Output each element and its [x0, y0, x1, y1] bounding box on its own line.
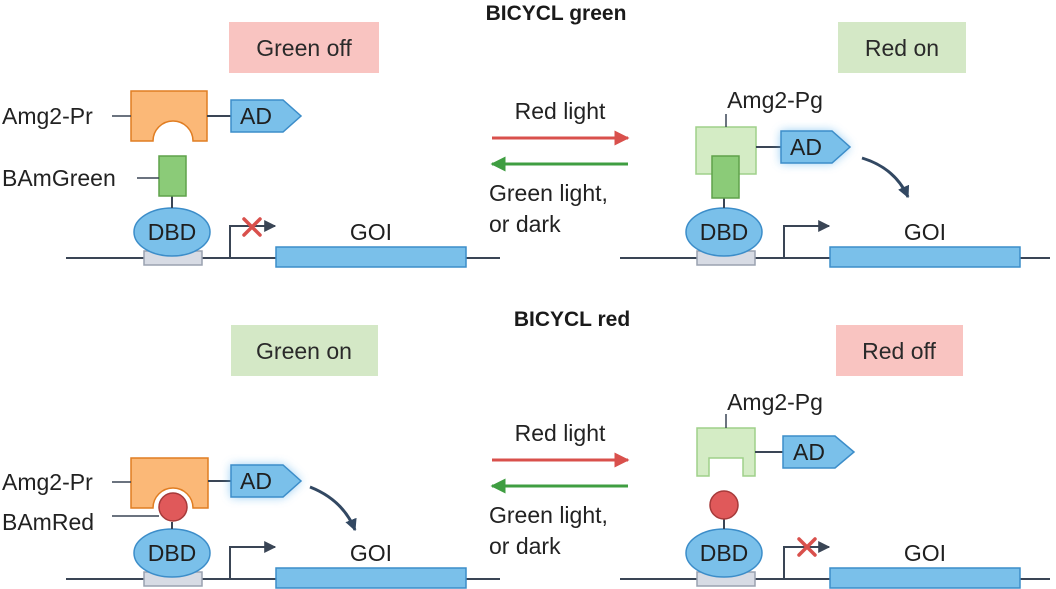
curved-arrow-icon [309, 485, 357, 532]
state-badge-label: Green on [256, 338, 352, 364]
panel-title: BICYCL red [514, 308, 630, 331]
cross-mark-icon [242, 217, 262, 237]
light-switch: Red light Green light, or dark [489, 420, 630, 559]
state-badge-on [231, 325, 378, 376]
gene-of-interest [275, 567, 467, 589]
state-badge-off [229, 22, 379, 73]
gene-label: GOI [350, 540, 392, 566]
gene-of-interest [829, 246, 1021, 268]
ad-label: AD [240, 103, 272, 129]
amg2-pr-receptor [130, 90, 208, 142]
dbd-label: DBD [148, 219, 197, 245]
gene-of-interest [829, 567, 1021, 589]
panel-bicycl-red: BICYCL red Green on GOI DBD Amg2-Pr BAmR… [2, 308, 1050, 589]
ad-domain [782, 435, 856, 469]
state-left-green-on: Green on GOI DBD Amg2-Pr BAmRed AD [2, 325, 500, 589]
panel-title: BICYCL green [486, 2, 627, 25]
gene-label: GOI [904, 540, 946, 566]
state-badge-label: Red off [862, 338, 936, 364]
forward-light-label: Red light [515, 420, 606, 446]
light-switch: Red light Green light, or dark [489, 98, 630, 237]
ad-domain [780, 130, 852, 164]
panel-bicycl-green: BICYCL green Green off GOI DBD BAmGreen … [2, 2, 1050, 268]
promoter-arrow [783, 541, 831, 579]
ad-domain [230, 464, 303, 498]
gene-label: GOI [350, 219, 392, 245]
ligand-label: BAmRed [2, 509, 94, 535]
curved-arrow-icon [861, 156, 910, 199]
cross-mark-icon [797, 537, 817, 557]
bamred-ligand [158, 492, 188, 522]
bamred-ligand [709, 490, 739, 520]
dbd-label: DBD [700, 540, 749, 566]
reverse-light-label: Green light, [489, 180, 608, 206]
promoter-arrow [783, 220, 831, 258]
promoter-arrow [229, 220, 277, 258]
amg2-pr-receptor [130, 457, 209, 509]
forward-light-label: Red light [515, 98, 606, 124]
ad-domain [230, 99, 303, 133]
state-left-green-off: Green off GOI DBD BAmGreen Amg2-Pr AD [2, 22, 500, 268]
gene-of-interest [275, 246, 467, 268]
ad-label: AD [240, 468, 272, 494]
gene-label: GOI [904, 219, 946, 245]
receptor-label: Amg2-Pr [2, 469, 93, 495]
receptor-label: Amg2-Pr [2, 103, 93, 129]
ad-label: AD [790, 134, 822, 160]
state-badge-on [838, 22, 966, 73]
state-badge-off [836, 325, 963, 376]
dbd-label: DBD [148, 540, 197, 566]
bamgreen-ligand [158, 155, 187, 197]
reverse-light-label-2: or dark [489, 211, 561, 237]
dbd-label: DBD [700, 219, 749, 245]
receptor-label: Amg2-Pg [727, 389, 823, 415]
state-badge-label: Red on [865, 35, 939, 61]
ligand-label: BAmGreen [2, 165, 116, 191]
amg2-pg-receptor [696, 427, 756, 477]
state-right-red-off: Red off GOI DBD Amg2-Pg AD [620, 325, 1050, 589]
state-badge-label: Green off [256, 35, 352, 61]
state-right-red-on: Red on GOI DBD Amg2-Pg AD [620, 22, 1050, 268]
reverse-light-label: Green light, [489, 502, 608, 528]
promoter-arrow [229, 541, 277, 579]
bamgreen-ligand [711, 155, 740, 199]
reverse-light-label-2: or dark [489, 533, 561, 559]
ad-label: AD [793, 439, 825, 465]
receptor-label: Amg2-Pg [727, 87, 823, 113]
